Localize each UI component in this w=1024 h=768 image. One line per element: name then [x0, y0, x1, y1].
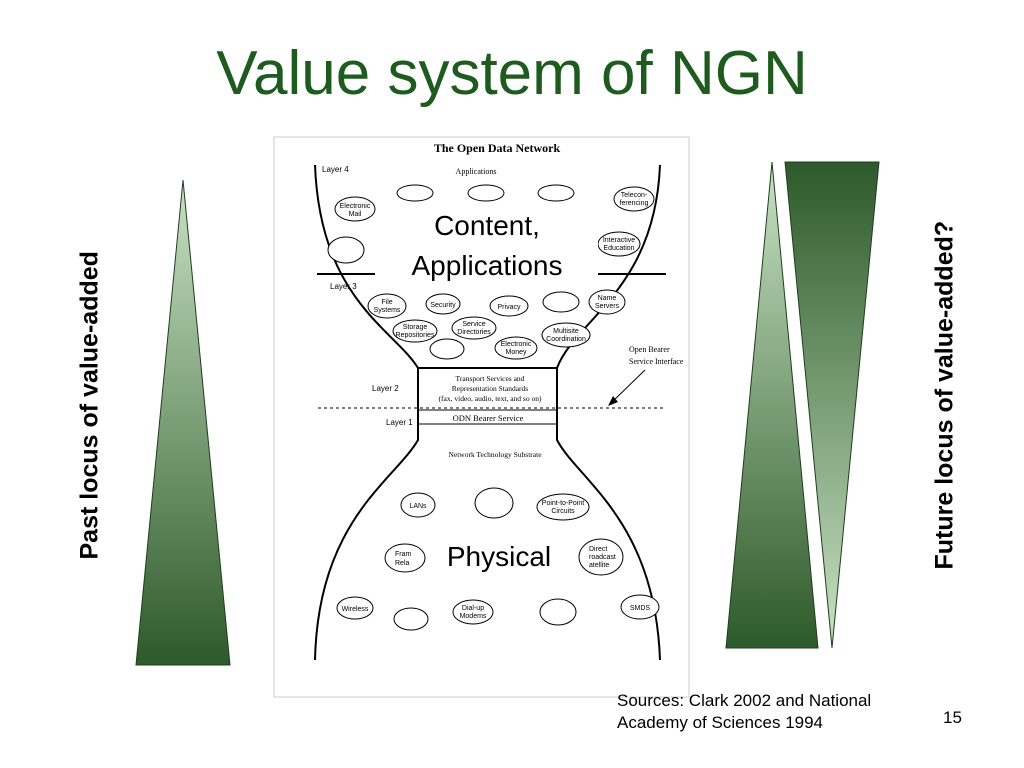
odn-bearer-box: [417, 409, 558, 425]
electronic-mail-text-2: Mail: [349, 211, 362, 218]
wireless-oval: [336, 596, 374, 620]
point-to-point-text-2: Circuits: [551, 508, 575, 515]
dialup-modems-text-2: Modems: [460, 613, 487, 620]
blank-network-oval: [474, 487, 514, 519]
content-label-1: Content,: [434, 210, 540, 241]
odn-bearer-label: ODN Bearer Service: [453, 413, 524, 423]
layer3-label: Layer 3: [330, 282, 357, 291]
network-substrate-label: Network Technology Substrate: [448, 450, 542, 459]
interactive-education-text-2: Education: [603, 245, 634, 252]
hourglass-left-outline: [314, 164, 419, 661]
open-bearer-label-2: Service Interface: [629, 357, 684, 366]
content-label-bg: [376, 202, 598, 284]
hourglass-right-outline: [556, 164, 661, 661]
past-locus-label: Past locus of value-added: [75, 251, 104, 560]
service-directories-text-1: Service: [462, 321, 485, 328]
layer2-label: Layer 2: [372, 384, 399, 393]
physical-label: Physical: [447, 541, 551, 572]
service-directories-text-2: Directories: [457, 329, 491, 336]
privacy-oval: [489, 295, 529, 317]
application-oval-2: [467, 184, 505, 202]
diagram-title: The Open Data Network: [434, 141, 561, 155]
lans-text: LANs: [409, 503, 427, 510]
blank-physical-oval-1: [393, 607, 429, 631]
frame-relay-text-2: Rela: [395, 560, 410, 567]
point-to-point-oval: [536, 493, 590, 521]
transport-label-3: (fax, video, audio, text, and so on): [439, 394, 542, 403]
future-locus-label: Future locus of value-added?: [930, 220, 959, 570]
teleconferencing-oval: [613, 186, 655, 212]
future-value-triangle-up: [725, 161, 819, 649]
physical-label-bg: [426, 530, 572, 576]
multisite-coordination-oval: [541, 322, 591, 348]
storage-repositories-text-2: Repositories: [396, 332, 435, 339]
multisite-coordination-text-2: Coordination: [546, 336, 586, 343]
teleconferencing-text-1: Telecon-: [621, 192, 648, 199]
lans-oval: [400, 492, 436, 518]
dialup-modems-text-1: Dial-up: [462, 605, 484, 612]
frame-relay-text-1: Fram: [395, 551, 412, 558]
smds-text: SMDS: [630, 605, 651, 612]
multisite-coordination-text-1: Multisite: [553, 328, 579, 335]
layer4-label: Layer 4: [322, 165, 349, 174]
blank-service-oval: [542, 291, 580, 313]
blank-physical-oval-2: [539, 598, 577, 626]
security-text: Security: [430, 302, 456, 309]
direct-broadcast-text-3: atellite: [589, 562, 609, 569]
name-servers-oval: [588, 289, 626, 315]
sources-note: Sources: Clark 2002 and National Academy…: [617, 690, 871, 734]
sources-line-1: Sources: Clark 2002 and National: [617, 691, 872, 710]
electronic-money-text-1: Electronic: [501, 341, 532, 348]
content-label-2: Applications: [412, 250, 563, 281]
layer1-label: Layer 1: [386, 418, 413, 427]
storage-repositories-oval: [392, 319, 438, 343]
file-systems-text-1: File: [381, 299, 392, 306]
transport-label-1: Transport Services and: [456, 374, 525, 383]
past-value-triangle: [135, 179, 231, 666]
page-number: 15: [943, 708, 962, 727]
name-servers-text-1: Name: [598, 295, 617, 302]
storage-repositories-text-1: Storage: [403, 324, 428, 331]
direct-broadcast-oval: [578, 538, 624, 576]
file-systems-text-2: Systems: [374, 307, 401, 314]
file-systems-oval: [367, 293, 407, 319]
point-to-point-text-1: Point-to-Point: [542, 500, 584, 507]
applications-header: Applications: [456, 167, 497, 176]
privacy-text: Privacy: [498, 304, 521, 311]
electronic-money-oval: [494, 336, 538, 360]
electronic-money-text-2: Money: [505, 349, 527, 356]
service-directories-oval: [451, 316, 497, 340]
name-servers-text-2: Servers: [595, 303, 620, 310]
frame-relay-oval: [384, 543, 426, 573]
transport-label-2: Representation Standards: [452, 384, 529, 393]
open-bearer-arrow-line: [609, 369, 646, 405]
dialup-modems-oval: [452, 599, 494, 625]
security-oval: [425, 293, 461, 315]
sources-line-2: Academy of Sciences 1994: [617, 713, 824, 732]
interactive-education-text-1: Interactive: [603, 237, 635, 244]
teleconferencing-text-2: ferencing: [620, 200, 649, 207]
blank-service-oval-2: [429, 338, 465, 360]
direct-broadcast-text-1: Direct: [589, 546, 607, 553]
electronic-mail-text-1: Electronic: [340, 203, 371, 210]
wireless-text: Wireless: [342, 606, 369, 613]
application-oval-3: [537, 184, 575, 202]
blank-application-oval: [327, 236, 365, 264]
smds-oval: [620, 594, 660, 620]
electronic-mail-oval: [334, 196, 376, 222]
open-bearer-label-1: Open Bearer: [629, 345, 670, 354]
direct-broadcast-text-2: roadcast: [589, 554, 616, 561]
slide-title: Value system of NGN: [216, 39, 808, 108]
future-value-triangle-down: [784, 161, 880, 649]
interactive-education-oval: [597, 231, 641, 257]
application-oval-1: [396, 184, 434, 202]
open-bearer-arrow-head: [608, 396, 618, 406]
